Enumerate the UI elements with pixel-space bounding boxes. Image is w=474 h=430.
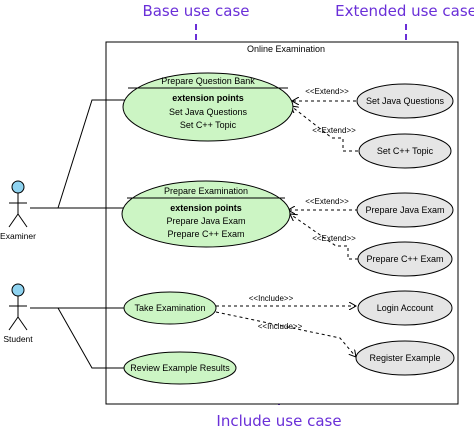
actor-examiner[interactable]: Examiner	[0, 180, 36, 241]
extend-label-4: <<Extend>>	[312, 234, 356, 243]
prepare-examination-section: extension points	[170, 203, 242, 213]
set-java-questions-label: Set Java Questions	[366, 96, 445, 106]
prepare-examination-title: Prepare Examination	[164, 186, 248, 196]
system-title: Online Examination	[247, 44, 325, 54]
actor-student[interactable]: Student	[3, 283, 33, 344]
use-case-review-example-results[interactable]: Review Example Results	[123, 351, 237, 385]
use-case-prepare-java-exam[interactable]: Prepare Java Exam	[356, 192, 454, 228]
extended-use-case-callout: Extended use case	[335, 2, 474, 20]
include-edge-2	[215, 311, 356, 357]
use-case-take-examination[interactable]: Take Examination	[123, 291, 217, 325]
use-case-register-example[interactable]: Register Example	[355, 340, 455, 376]
set-cpp-topic-label: Set C++ Topic	[377, 146, 434, 156]
prepare-java-exam-label: Prepare Java Exam	[365, 205, 444, 215]
base-use-case-callout: Base use case	[142, 2, 249, 20]
prepare-question-bank-point-1: Set Java Questions	[169, 107, 248, 117]
prepare-question-bank-title: Prepare Question Bank	[161, 76, 255, 86]
use-case-prepare-question-bank[interactable]: Prepare Question Bank extension points S…	[122, 72, 294, 142]
examiner-head-icon	[11, 180, 25, 194]
take-examination-label: Take Examination	[134, 303, 205, 313]
review-example-results-label: Review Example Results	[130, 363, 230, 373]
prepare-examination-point-1: Prepare Java Exam	[166, 216, 245, 226]
examiner-label: Examiner	[0, 231, 36, 241]
prepare-question-bank-point-2: Set C++ Topic	[180, 120, 237, 130]
prepare-cpp-exam-label: Prepare C++ Exam	[366, 254, 443, 264]
extend-label-1: <<Extend>>	[305, 87, 349, 96]
associations	[30, 99, 128, 369]
prepare-question-bank-section: extension points	[172, 93, 244, 103]
login-account-label: Login Account	[377, 303, 434, 313]
include-label-2: <<Include>>	[258, 322, 303, 331]
use-case-prepare-cpp-exam[interactable]: Prepare C++ Exam	[357, 241, 453, 277]
extend-edge-2	[291, 106, 358, 152]
use-case-set-cpp-topic[interactable]: Set C++ Topic	[358, 133, 452, 169]
student-head-icon	[11, 283, 25, 297]
extend-label-2: <<Extend>>	[312, 126, 356, 135]
register-example-label: Register Example	[369, 353, 440, 363]
use-case-prepare-examination[interactable]: Prepare Examination extension points Pre…	[121, 180, 291, 248]
extend-label-3: <<Extend>>	[305, 197, 349, 206]
student-label: Student	[3, 334, 33, 344]
use-case-login-account[interactable]: Login Account	[357, 290, 453, 326]
use-case-set-java-questions[interactable]: Set Java Questions	[356, 83, 454, 119]
extend-edge-4	[290, 214, 358, 260]
include-label-1: <<Include>>	[249, 294, 294, 303]
prepare-examination-point-2: Prepare C++ Exam	[167, 229, 244, 239]
include-use-case-callout: Include use case	[216, 412, 341, 430]
